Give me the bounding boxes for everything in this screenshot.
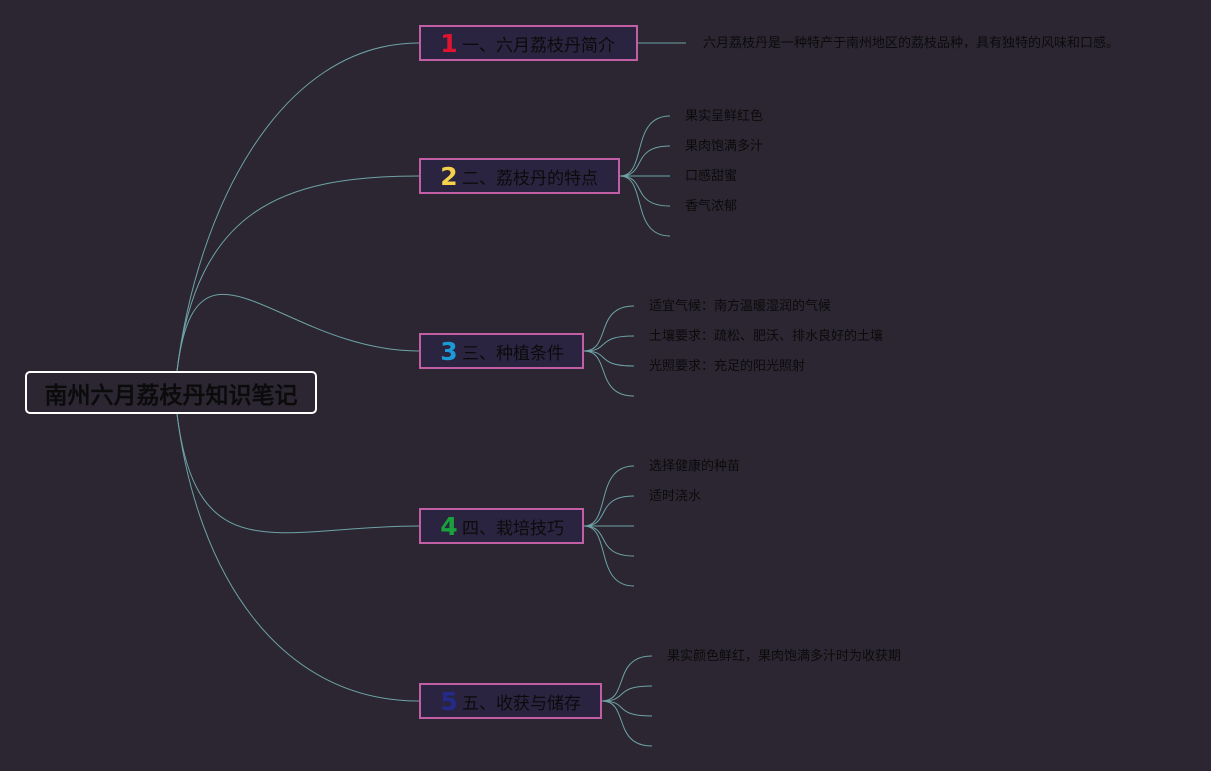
branch-node-cultivation[interactable]: 4 四、栽培技巧 <box>419 508 584 544</box>
branch-to-leaf-connector <box>583 465 635 527</box>
root-topic[interactable]: 南州六月荔枝丹知识笔记 <box>25 371 317 414</box>
leaf-topic[interactable]: 果实颜色鲜红，果肉饱满多汁时为收获期 <box>667 649 902 664</box>
branch-to-leaf-connector <box>619 175 671 207</box>
branch-node-planting[interactable]: 3 三、种植条件 <box>419 333 584 369</box>
branch-number-badge: 2 <box>440 161 458 191</box>
branch-to-leaf-connector <box>583 525 635 557</box>
branch-to-leaf-connector <box>601 700 653 747</box>
branch-number-badge: 5 <box>440 686 458 716</box>
leaf-topic[interactable]: 口感甜蜜 <box>685 169 738 184</box>
branch-title: 二、荔枝丹的特点 <box>462 168 598 189</box>
branch-to-leaf-connector <box>619 145 671 177</box>
branch-node-intro[interactable]: 1 一、六月荔枝丹简介 <box>419 25 638 61</box>
branch-number-badge: 1 <box>440 28 458 58</box>
branch-node-harvest[interactable]: 5 五、收获与储存 <box>419 683 602 719</box>
branch-title: 四、栽培技巧 <box>462 518 564 539</box>
root-to-branch-connector <box>176 175 420 372</box>
leaf-topic[interactable]: 适时浇水 <box>649 489 702 504</box>
branch-title: 一、六月荔枝丹简介 <box>462 35 615 56</box>
root-to-branch-connector <box>176 413 420 702</box>
branch-to-leaf-connector <box>583 305 635 352</box>
branch-to-leaf-connector <box>619 175 671 237</box>
leaf-topic[interactable]: 适宜气候：南方温暖湿润的气候 <box>649 299 832 314</box>
branch-number-badge: 4 <box>440 511 458 541</box>
branch-to-leaf-connector <box>583 335 635 352</box>
branch-to-leaf-connector <box>583 350 635 367</box>
leaf-topic[interactable]: 六月荔枝丹是一种特产于南州地区的荔枝品种，具有独特的风味和口感。 <box>703 36 1120 51</box>
branch-to-leaf-connector <box>619 115 671 177</box>
branch-number-badge: 3 <box>440 336 458 366</box>
leaf-topic[interactable]: 土壤要求：疏松、肥沃、排水良好的土壤 <box>649 329 884 344</box>
branch-to-leaf-connector <box>601 685 653 702</box>
branch-title: 三、种植条件 <box>462 343 564 364</box>
branch-to-leaf-connector <box>583 350 635 397</box>
leaf-topic[interactable]: 果肉饱满多汁 <box>685 139 764 154</box>
root-to-branch-connector <box>176 293 420 372</box>
leaf-topic[interactable]: 香气浓郁 <box>685 199 738 214</box>
branch-node-features[interactable]: 2 二、荔枝丹的特点 <box>419 158 620 194</box>
root-to-branch-connector <box>176 413 420 534</box>
leaf-topic[interactable]: 光照要求：充足的阳光照射 <box>649 359 806 374</box>
branch-title: 五、收获与储存 <box>462 693 581 714</box>
leaf-topic[interactable]: 果实呈鲜红色 <box>685 109 764 124</box>
branch-to-leaf-connector <box>601 655 653 702</box>
branch-to-leaf-connector <box>601 700 653 717</box>
branch-to-leaf-connector <box>583 495 635 527</box>
branch-to-leaf-connector <box>583 525 635 587</box>
root-to-branch-connector <box>176 42 420 372</box>
root-title: 南州六月荔枝丹知识笔记 <box>44 382 298 409</box>
leaf-topic[interactable]: 选择健康的种苗 <box>649 459 741 474</box>
